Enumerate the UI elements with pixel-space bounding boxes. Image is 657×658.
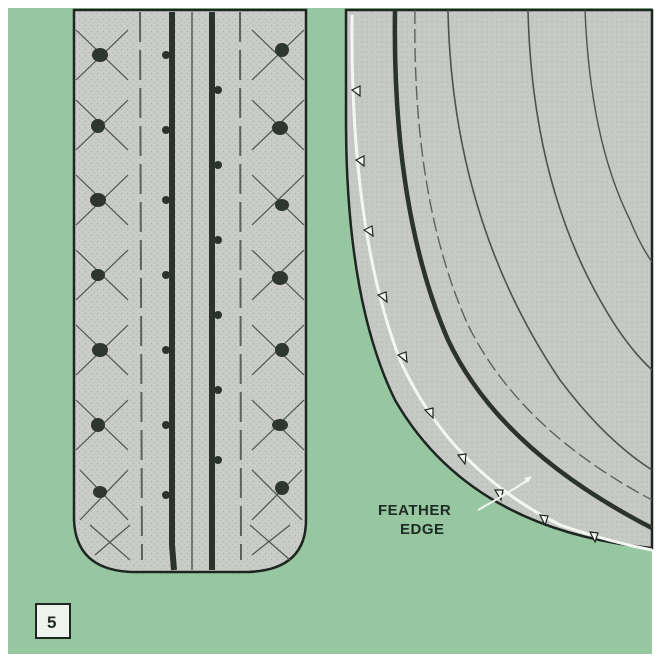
tread-face-view xyxy=(74,10,306,572)
sipe-right xyxy=(240,12,241,560)
annotation-line-2: EDGE xyxy=(400,521,445,538)
annotation-line-1: FEATHER xyxy=(378,502,451,519)
groove-left-main xyxy=(172,12,174,570)
figure-number-box: 5 xyxy=(36,604,70,638)
figure-number: 5 xyxy=(47,613,56,632)
tread-outline xyxy=(74,10,306,572)
